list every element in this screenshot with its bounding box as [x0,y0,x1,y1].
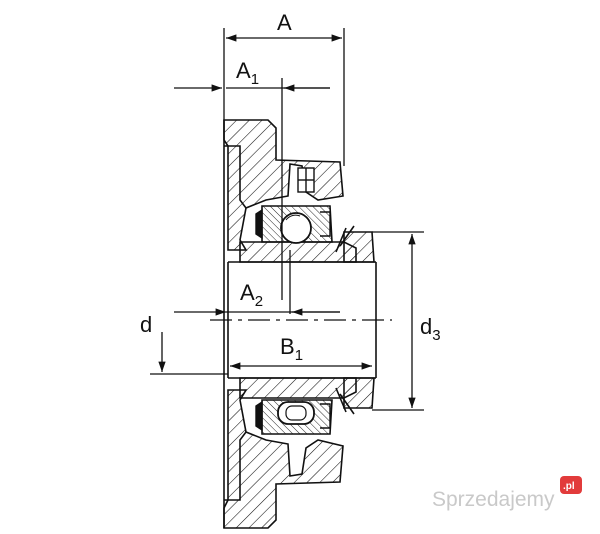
dimension-lines [150,28,424,411]
seals [255,208,331,432]
upper-flange-section [223,119,344,251]
label-A2: A2 [240,280,263,310]
housing-flange [223,119,344,529]
label-d3: d3 [420,314,441,344]
locking-collar [335,225,375,415]
watermark-badge [560,476,582,494]
label-A: A [277,10,292,35]
flange-step-lower [224,431,247,501]
grease-nipple [297,167,315,193]
watermark: Sprzedajemy .pl [432,476,582,511]
watermark-text: Sprzedajemy [432,488,555,511]
lower-flange-section [223,389,344,529]
upper-ball [280,212,312,244]
flange-step-upper [224,145,247,209]
label-A1: A1 [236,58,259,88]
label-B1: B1 [280,334,303,364]
label-d: d [140,312,152,337]
lower-ball-cage [277,401,315,425]
watermark-badge-text: .pl [563,481,575,492]
